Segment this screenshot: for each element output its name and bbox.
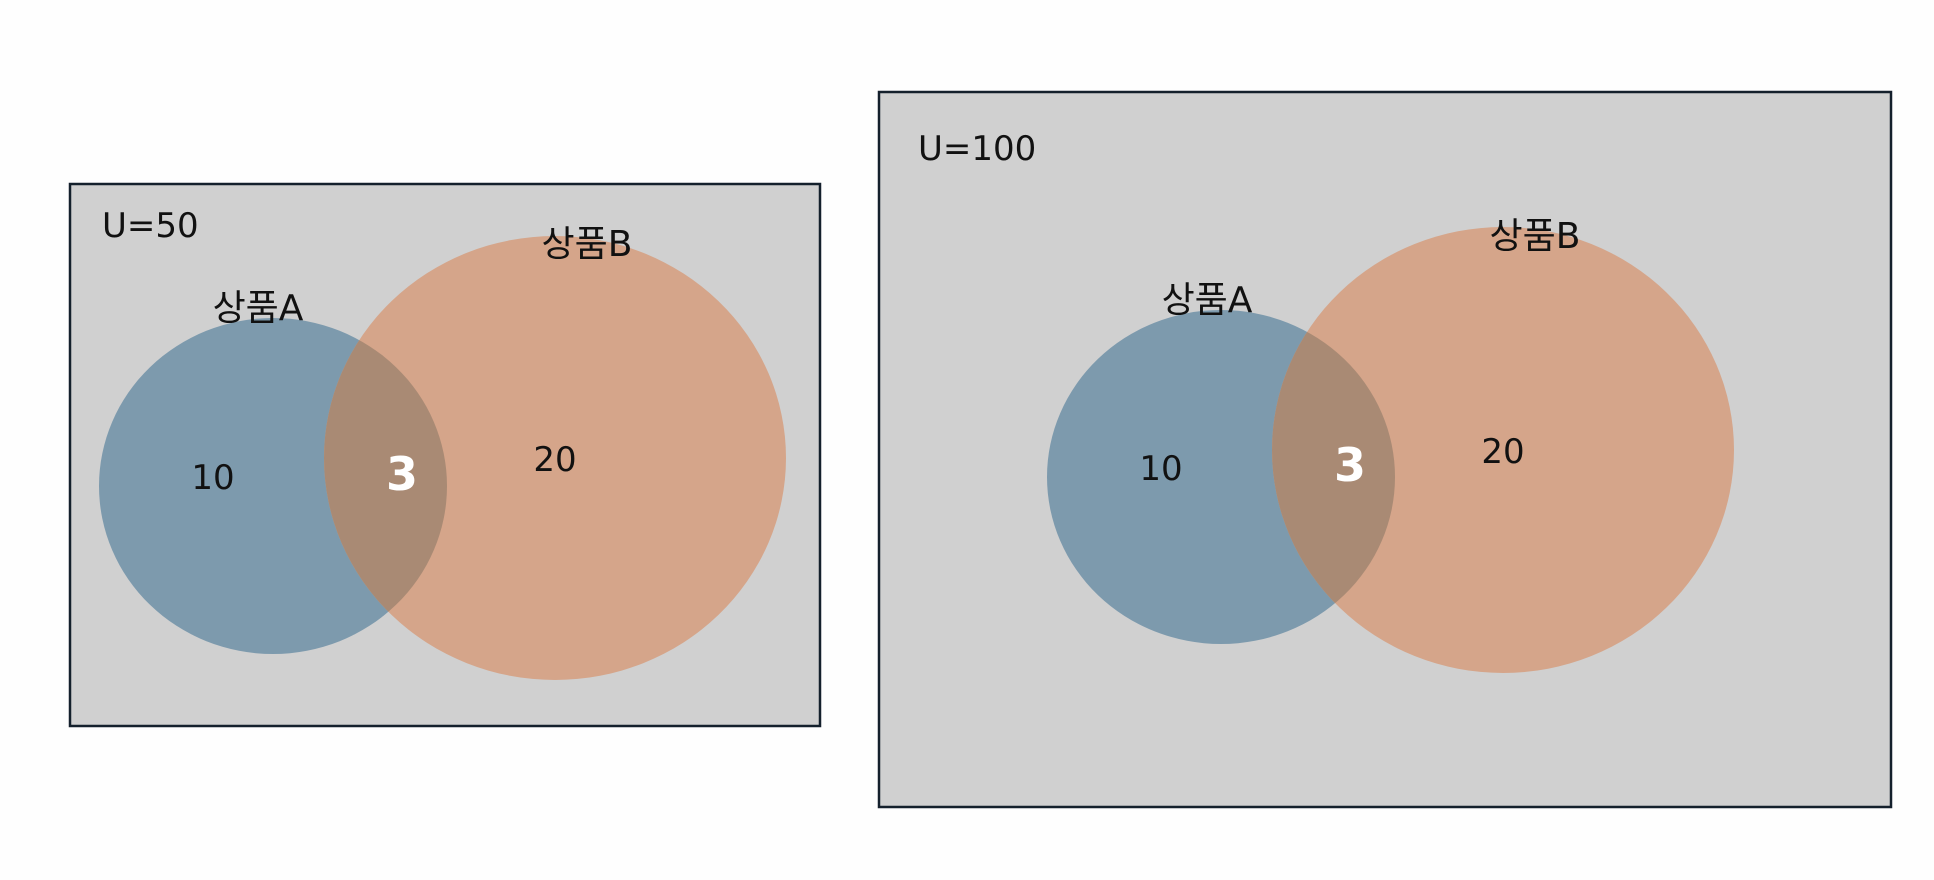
universe-label-1: U=50: [102, 206, 199, 246]
intersection-count-1: 3: [386, 447, 418, 501]
set-b-circle-2: [1272, 227, 1734, 673]
set-b-circle-1: [324, 236, 786, 680]
universe-label-2: U=100: [918, 129, 1036, 169]
set-b-label-1: 상품B: [542, 224, 633, 265]
set-b-only-count-1: 20: [533, 440, 576, 480]
set-a-only-count-2: 10: [1139, 449, 1182, 489]
set-b-label-2: 상품B: [1490, 216, 1581, 257]
intersection-count-2: 3: [1334, 438, 1366, 492]
venn-diagram-1: U=50 상품A 상품B 10 20 3: [68, 182, 822, 728]
venn-diagram-2: U=100 상품A 상품B 10 20 3: [877, 90, 1893, 809]
set-b-only-count-2: 20: [1481, 432, 1524, 472]
set-a-only-count-1: 10: [191, 458, 234, 498]
set-a-label-2: 상품A: [1162, 280, 1253, 321]
set-a-label-1: 상품A: [213, 288, 304, 329]
